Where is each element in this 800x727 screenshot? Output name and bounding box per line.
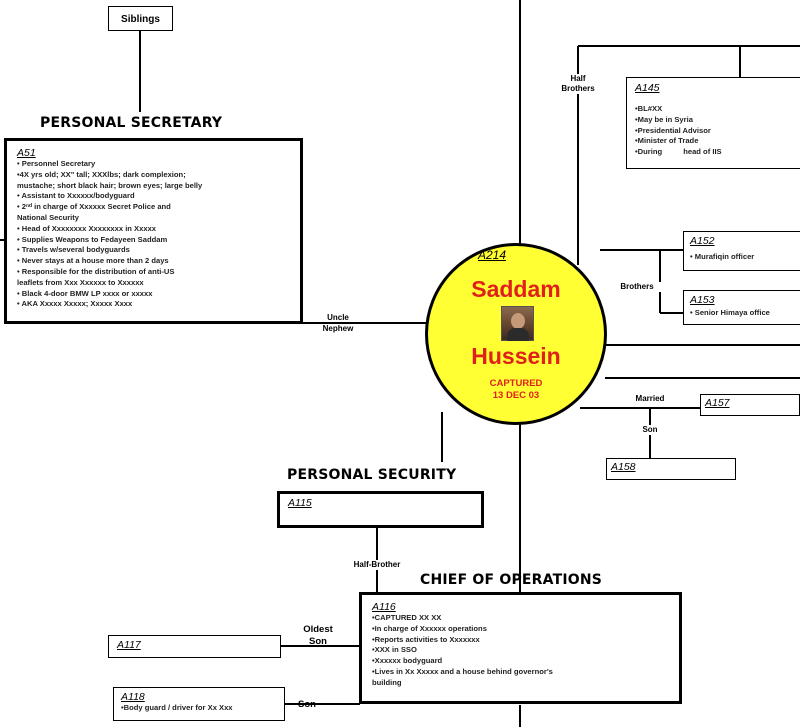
a157-box: A157 bbox=[700, 394, 800, 416]
brothers-label: Brothers bbox=[612, 282, 662, 292]
center-last-name: Hussein bbox=[471, 343, 561, 369]
a153-bullet: • Senior Himaya office bbox=[690, 308, 770, 317]
a145-bullets: •BL#XX •May be in Syria •Presidential Ad… bbox=[635, 104, 800, 158]
list-item: •May be in Syria bbox=[635, 114, 693, 124]
personal-secretary-bullets: • Personnel Secretary •4X yrs old; XX" t… bbox=[17, 159, 300, 310]
personal-secretary-heading: PERSONAL SECRETARY bbox=[40, 115, 223, 131]
list-item: •Reports activities to Xxxxxxx bbox=[372, 634, 480, 644]
list-item: •Lives in Xx Xxxxx and a house behind go… bbox=[372, 666, 553, 676]
list-item: • AKA Xxxxx Xxxxx; Xxxxx Xxxx bbox=[17, 299, 133, 309]
list-item: mustache; short black hair; brown eyes; … bbox=[17, 180, 203, 190]
list-item: • Head of Xxxxxxxx Xxxxxxxx in Xxxxx bbox=[17, 223, 157, 233]
center-status: CAPTURED bbox=[489, 378, 543, 389]
list-item: • Responsible for the distribution of an… bbox=[17, 266, 175, 276]
a117-box: A117 bbox=[108, 635, 281, 658]
list-item: •4X yrs old; XX" tall; XXXlbs; dark comp… bbox=[17, 169, 186, 179]
a158-box: A158 bbox=[606, 458, 736, 480]
personal-security-heading: PERSONAL SECURITY bbox=[287, 467, 457, 483]
married-label: Married bbox=[635, 394, 665, 403]
uncle-label: Uncle bbox=[327, 313, 349, 322]
center-date: 13 DEC 03 bbox=[492, 390, 540, 401]
oldest-son-label: Oldest Son bbox=[303, 624, 333, 647]
list-item: •Xxxxxx bodyguard bbox=[372, 656, 443, 666]
son-label-bottom: Son bbox=[298, 699, 316, 710]
chief-of-operations-heading: CHIEF OF OPERATIONS bbox=[420, 572, 603, 588]
a158-ref: A158 bbox=[611, 461, 636, 473]
a153-ref: A153 bbox=[690, 294, 715, 306]
portrait-photo bbox=[501, 306, 534, 341]
a116-bullets: •CAPTURED XX XX •In charge of Xxxxxx ope… bbox=[372, 613, 679, 689]
a152-ref: A152 bbox=[690, 235, 715, 247]
list-item: • 2ⁿᵈ in charge of Xxxxxx Secret Police … bbox=[17, 202, 171, 212]
nephew-label: Nephew bbox=[322, 324, 354, 333]
a145-ref: A145 bbox=[635, 82, 660, 94]
a116-box: A116 •CAPTURED XX XX •In charge of Xxxxx… bbox=[359, 592, 682, 704]
list-item: • Black 4-door BMW LP xxxx or xxxxx bbox=[17, 288, 153, 298]
center-first-name: Saddam bbox=[471, 276, 561, 302]
a118-box: A118 •Body guard / driver for Xx Xxx bbox=[113, 687, 285, 721]
list-item: •XXX in SSO bbox=[372, 645, 417, 655]
son-label-right: Son bbox=[636, 425, 664, 435]
a153-box: A153 • Senior Himaya office bbox=[683, 290, 800, 325]
half-brother-label: Half-Brother bbox=[334, 560, 420, 570]
a116-ref: A116 bbox=[372, 601, 396, 613]
center-ref: A214 bbox=[478, 248, 507, 262]
list-item: •Presidential Advisor bbox=[635, 125, 711, 135]
list-item: • Supplies Weapons to Fedayeen Saddam bbox=[17, 234, 168, 244]
list-item: •In charge of Xxxxxx operations bbox=[372, 623, 487, 633]
center-circle: A214 Saddam Hussein CAPTURED 13 DEC 03 bbox=[425, 243, 607, 425]
list-item: • Never stays at a house more than 2 day… bbox=[17, 256, 169, 266]
half-brothers-label: Half Brothers bbox=[550, 74, 606, 94]
siblings-box: Siblings bbox=[108, 6, 173, 31]
a152-bullet: • Murafiqin officer bbox=[690, 252, 755, 261]
list-item: • Assistant to Xxxxxx/bodyguard bbox=[17, 191, 135, 201]
a117-ref: A117 bbox=[117, 639, 141, 651]
personal-secretary-ref: A51 bbox=[17, 147, 36, 159]
a115-ref: A115 bbox=[288, 497, 312, 509]
list-item: • Personnel Secretary bbox=[17, 159, 96, 168]
a152-box: A152 • Murafiqin officer bbox=[683, 231, 800, 271]
list-item: leaflets from Xxx Xxxxxx to Xxxxxx bbox=[17, 277, 144, 287]
list-item: National Security bbox=[17, 212, 80, 222]
a115-box: A115 bbox=[277, 491, 484, 528]
list-item: •Minister of Trade bbox=[635, 136, 699, 146]
list-item: •During head of IIS bbox=[635, 147, 722, 157]
a157-ref: A157 bbox=[705, 397, 730, 409]
personal-secretary-box: A51 • Personnel Secretary •4X yrs old; X… bbox=[4, 138, 303, 324]
list-item: • Travels w/several bodyguards bbox=[17, 245, 130, 255]
list-item: •CAPTURED XX XX bbox=[372, 613, 442, 622]
list-item: •BL#XX bbox=[635, 104, 663, 113]
a145-box: A145 •BL#XX •May be in Syria •Presidenti… bbox=[626, 77, 800, 169]
siblings-label: Siblings bbox=[121, 14, 160, 25]
a118-bullet: •Body guard / driver for Xx Xxx bbox=[121, 703, 233, 712]
list-item: building bbox=[372, 677, 402, 687]
a118-ref: A118 bbox=[121, 691, 145, 703]
